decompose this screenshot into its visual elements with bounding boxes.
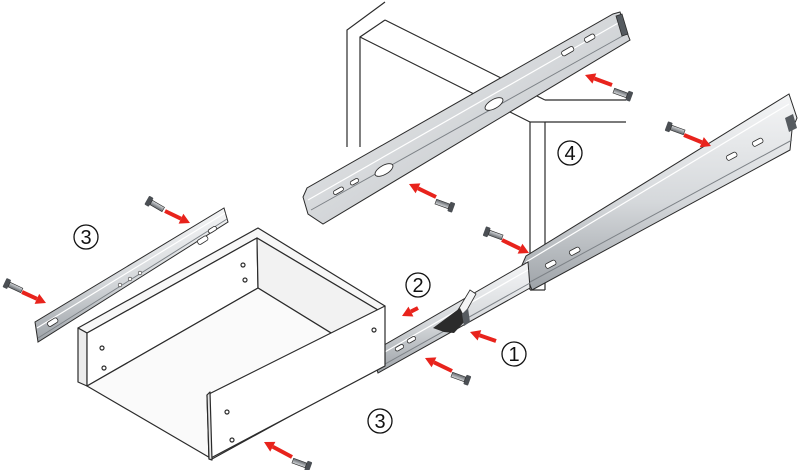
screws [2, 87, 686, 470]
arrow-icon [683, 133, 711, 148]
screw-icon [291, 457, 313, 470]
cabinet-rail-front [521, 93, 798, 291]
arrow-icon [585, 73, 613, 87]
screw-icon [434, 198, 456, 213]
screw-icon [2, 278, 24, 294]
arrows [21, 73, 711, 459]
screw-icon [664, 121, 686, 136]
step-number: 2 [412, 275, 423, 297]
step-number: 3 [374, 411, 385, 433]
release-lever [433, 308, 466, 333]
step-label-3-bottom: 3 [367, 408, 393, 434]
drawer-rail-left [34, 207, 229, 343]
arrow-icon [402, 306, 419, 317]
step-label-1: 1 [501, 341, 527, 367]
step-number: 4 [564, 143, 575, 165]
step-number: 1 [508, 344, 519, 366]
step-label-4: 4 [557, 140, 583, 166]
arrow-icon [264, 441, 293, 459]
arrow-icon [470, 330, 497, 343]
step-label-2: 2 [405, 272, 431, 298]
cabinet-rail-rear [302, 11, 631, 225]
screw-icon [482, 226, 504, 241]
screw-icon [450, 371, 472, 386]
arrow-icon [409, 183, 437, 199]
arrow-icon [425, 357, 453, 373]
screw-icon [612, 87, 634, 102]
screw-icon [144, 196, 165, 213]
step-number: 3 [80, 227, 91, 249]
arrow-icon [164, 209, 190, 224]
arrow-icon [501, 238, 529, 254]
inner-drawer-member [371, 261, 531, 374]
step-label-3-top: 3 [73, 224, 99, 250]
arrow-icon [21, 290, 46, 304]
drawer-box [77, 227, 386, 461]
